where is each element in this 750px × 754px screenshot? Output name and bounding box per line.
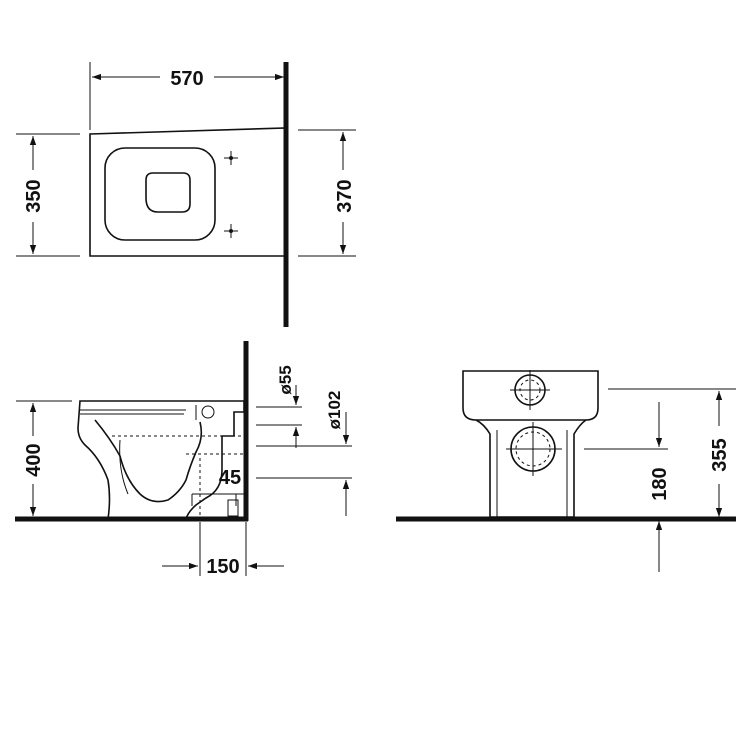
dim-55-label: ø55 (276, 365, 295, 394)
mounting-bracket (227, 499, 239, 517)
dim-180-label: 180 (649, 467, 671, 500)
dim-355-label: 355 (709, 438, 731, 471)
dim-370-label: 370 (334, 179, 356, 212)
rear-view: 180 355 (396, 370, 736, 572)
flush-fitting-circle (201, 405, 215, 419)
bowl-interior-side (94, 419, 203, 503)
rear-pedestal (475, 419, 587, 518)
mount-point-lower (224, 224, 238, 238)
mount-point-upper (224, 151, 238, 165)
toilet-outline-top (89, 127, 287, 257)
dim-102-label: ø102 (325, 391, 344, 430)
dim-350-label: 350 (23, 179, 45, 212)
top-view: 570 350 370 (16, 62, 356, 327)
side-view: 400 ø55 ø102 45 150 (15, 341, 352, 578)
toilet-body-side (77, 400, 245, 520)
dim-400-label: 400 (23, 443, 45, 476)
trap-inner-curve (119, 439, 129, 495)
dim-570-label: 570 (170, 68, 203, 90)
bowl-opening (145, 172, 191, 213)
dim-150-label: 150 (206, 556, 239, 578)
dim-45-label: 45 (219, 467, 241, 489)
seat-lid-side (80, 409, 186, 415)
seat-outline (104, 147, 216, 241)
